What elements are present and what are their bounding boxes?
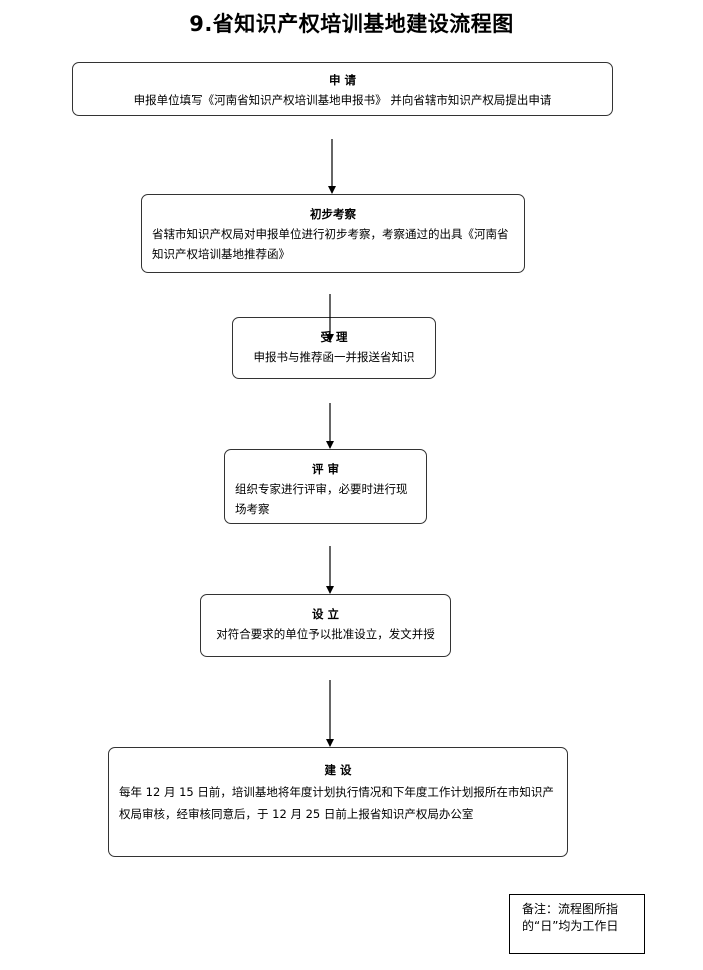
step-build-box: 建 设 每年 12 月 15 日前，培训基地将年度计划执行情况和下年度工作计划报… [108, 747, 568, 857]
step-review-text: 组织专家进行评审，必要时进行现场考察 [235, 482, 408, 516]
step-apply-text: 申报单位填写《河南省知识产权培训基地申报书》 并向省辖市知识产权局提出申请 [133, 93, 552, 107]
step-build-heading: 建 设 [324, 763, 352, 777]
step-accept-text: 申报书与推荐函一并报送省知识 [253, 350, 415, 364]
footnote-box: 备注：流程图所指的“日”均为工作日 [509, 894, 645, 954]
step-apply-heading: 申 请 [328, 73, 356, 87]
step-review-heading: 评 审 [311, 462, 339, 476]
step-apply-box: 申 请 申报单位填写《河南省知识产权培训基地申报书》 并向省辖市知识产权局提出申… [72, 62, 613, 116]
step-establish-heading: 设 立 [311, 607, 339, 621]
page-title: 9.省知识产权培训基地建设流程图 [189, 12, 514, 36]
step-preliminary-heading: 初步考察 [310, 207, 356, 221]
step-review-box: 评 审 组织专家进行评审，必要时进行现场考察 [224, 449, 427, 524]
step-establish-text: 对符合要求的单位予以批准设立，发文并授 [216, 627, 435, 641]
step-establish-box: 设 立 对符合要求的单位予以批准设立，发文并授 [200, 594, 451, 657]
step-preliminary-box: 初步考察 省辖市知识产权局对申报单位进行初步考察，考察通过的出具《河南省知识产权… [141, 194, 525, 273]
step-accept-box: 受 理 申报书与推荐函一并报送省知识 [232, 317, 436, 379]
step-preliminary-text: 省辖市知识产权局对申报单位进行初步考察，考察通过的出具《河南省知识产权培训基地推… [152, 227, 509, 261]
step-accept-heading: 受 理 [320, 330, 348, 344]
step-build-text: 每年 12 月 15 日前，培训基地将年度计划执行情况和下年度工作计划报所在市知… [119, 785, 554, 821]
